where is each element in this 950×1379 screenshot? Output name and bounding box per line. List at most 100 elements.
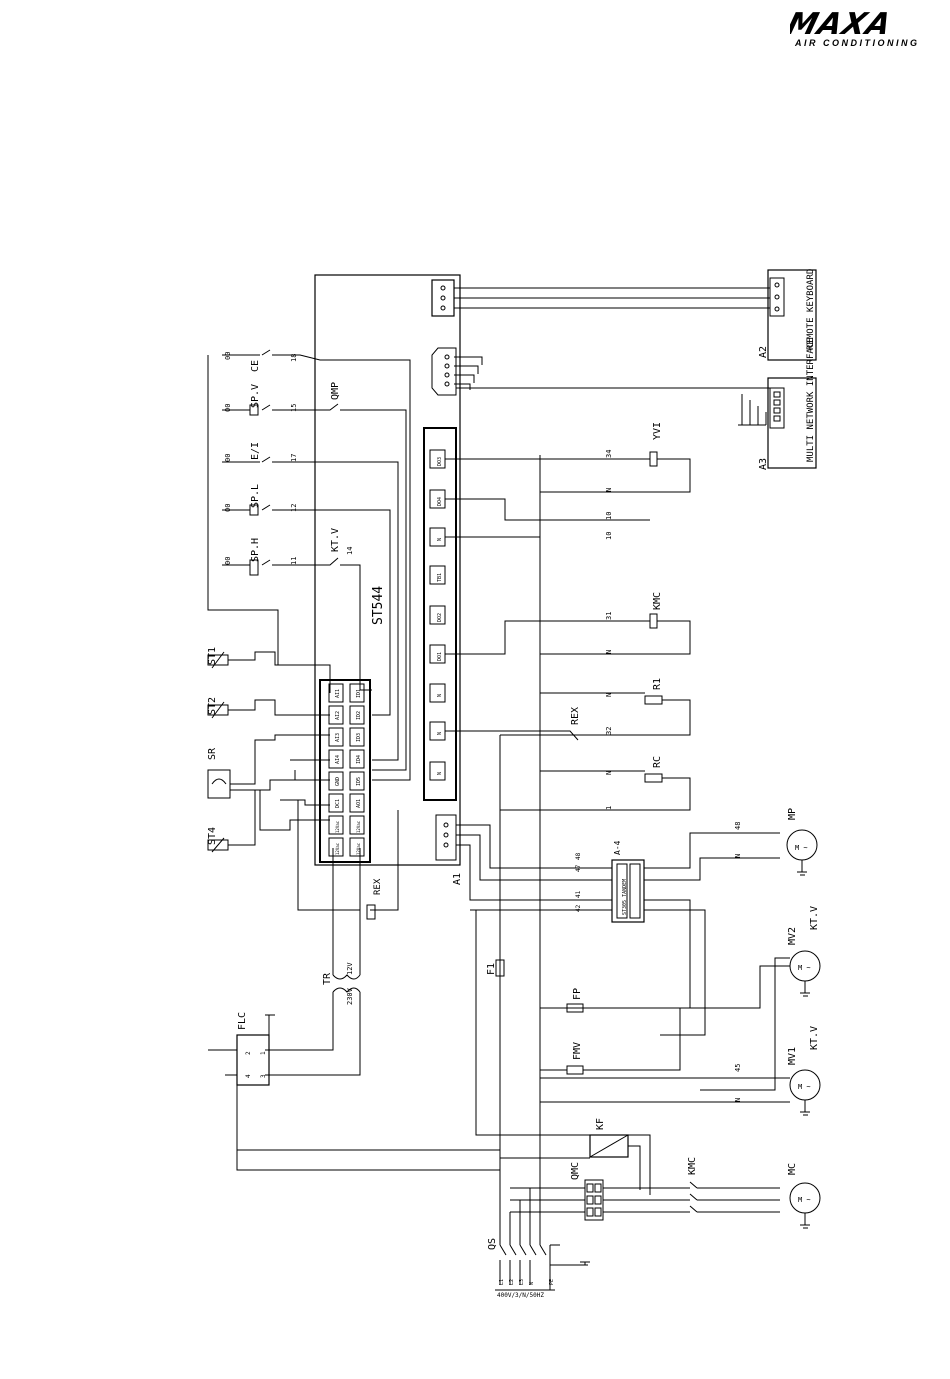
flc-unit: FLC 2 1 4 3 <box>208 1012 500 1171</box>
svg-text:00: 00 <box>224 504 232 512</box>
svg-text:ID1: ID1 <box>356 689 362 698</box>
connector-network <box>431 347 457 396</box>
rc-label: RC <box>652 756 663 768</box>
brand-logo: MAXA AIR CONDITIONING <box>783 7 940 50</box>
svg-text:GND: GND <box>335 777 341 786</box>
svg-text:45: 45 <box>734 1064 742 1072</box>
svg-text:AI4: AI4 <box>335 755 341 764</box>
sensor-sr: SR <box>207 747 218 760</box>
switch-spl: SP.L <box>250 484 261 508</box>
kmc-contact-label: KMC <box>687 1157 698 1175</box>
svg-text:1: 1 <box>260 1051 267 1055</box>
switch-sph: SP.H <box>250 538 261 562</box>
motor-mv1-label: MV1 <box>787 1047 798 1065</box>
svg-text:N: N <box>605 650 613 654</box>
connector-bottom <box>435 814 457 861</box>
rex-resistor <box>366 904 376 920</box>
svg-text:AI1: AI1 <box>335 689 341 698</box>
r1-label: R1 <box>652 678 663 690</box>
svg-text:AO1: AO1 <box>356 799 362 808</box>
svg-text:M ~: M ~ <box>798 1083 811 1091</box>
svg-text:32: 32 <box>605 727 613 735</box>
switch-ei: E/I <box>250 442 261 460</box>
svg-text:00: 00 <box>224 557 232 565</box>
flc-label: FLC <box>237 1012 248 1030</box>
svg-text:N: N <box>437 538 443 541</box>
svg-text:14: 14 <box>346 547 354 555</box>
svg-text:00: 00 <box>224 352 232 360</box>
tandem-id: A-4 <box>613 840 622 855</box>
svg-text:N: N <box>605 488 613 492</box>
svg-text:DO4: DO4 <box>437 497 443 506</box>
rex-label: REX <box>373 878 383 895</box>
sensor-st2: ST2 <box>207 697 218 715</box>
motor-mv2: M ~ MV2 KT.V <box>540 906 821 1091</box>
svg-text:12: 12 <box>290 504 298 512</box>
valve-label: YVI <box>652 422 663 440</box>
svg-text:N: N <box>437 772 443 775</box>
svg-text:48: 48 <box>575 852 582 860</box>
svg-text:3: 3 <box>260 1074 267 1078</box>
svg-text:M ~: M ~ <box>795 844 808 852</box>
svg-text:31: 31 <box>605 612 613 620</box>
remote-keyboard <box>767 269 817 361</box>
svg-text:41: 41 <box>575 890 582 898</box>
svg-text:DO1: DO1 <box>437 652 443 661</box>
input-block <box>319 679 371 863</box>
svg-text:N: N <box>734 854 742 858</box>
svg-text:12Vac: 12Vac <box>356 842 361 855</box>
svg-text:N: N <box>734 1098 742 1102</box>
kf-relay: KF <box>500 1118 641 1190</box>
svg-text:ID2: ID2 <box>356 711 362 720</box>
controller-id: A1 <box>452 873 463 885</box>
logo-text: MAXA <box>790 8 896 42</box>
motor-mv2-label: MV2 <box>787 927 798 945</box>
fuse-fmv: FMV <box>572 1042 583 1060</box>
svg-text:17: 17 <box>290 454 298 462</box>
svg-text:00: 00 <box>224 404 232 412</box>
transformer-secondary: 12V <box>346 962 354 975</box>
svg-text:10: 10 <box>605 512 613 520</box>
qs-label: QS <box>487 1238 498 1250</box>
svg-text:N: N <box>437 694 443 697</box>
motor-mp-label: MP <box>787 808 798 820</box>
controller-outline <box>314 274 461 866</box>
svg-text:L3: L3 <box>519 1279 525 1285</box>
qmc-breaker: QMC KMC <box>510 1157 780 1221</box>
sensor-st4: ST4 <box>207 827 218 845</box>
transformer-primary: 230V <box>346 987 354 1005</box>
ktv-mv2-label: KT.V <box>809 906 820 930</box>
output-terminals: DO3 DO4 N TB1 DO2 DO1 N N N <box>429 449 446 781</box>
fuse-fp: FP <box>572 988 583 1000</box>
svg-text:M ~: M ~ <box>798 964 811 972</box>
connector-top <box>431 279 455 317</box>
svg-text:DO3: DO3 <box>437 457 443 466</box>
svg-text:ID3: ID3 <box>356 733 362 742</box>
input-terminals: AI1 AI2 AI3 AI4 GND DC1 12Vac 12Vac ID1 … <box>328 683 365 857</box>
svg-text:12Vac: 12Vac <box>335 842 340 855</box>
qmc-label: QMC <box>570 1162 581 1180</box>
svg-text:L2: L2 <box>509 1279 515 1285</box>
fuse-f1: F1 <box>486 963 497 975</box>
tandem-module: ST305 TANDEM A-4 48 N 47 48 42 41 <box>456 822 780 1036</box>
svg-text:AI3: AI3 <box>335 733 341 742</box>
svg-text:N: N <box>529 1282 535 1285</box>
svg-text:ID4: ID4 <box>356 755 362 764</box>
svg-text:N: N <box>437 732 443 735</box>
remote-keyboard-label: REMOTE KEYBOARD <box>806 269 816 350</box>
svg-text:DC1: DC1 <box>335 799 341 808</box>
svg-text:12Vac: 12Vac <box>356 820 361 833</box>
tandem-label: ST305 TANDEM <box>622 879 628 915</box>
svg-text:47: 47 <box>575 864 582 872</box>
svg-text:2: 2 <box>245 1051 252 1055</box>
ktv-mv1-label: KT.V <box>809 1026 820 1050</box>
svg-text:18: 18 <box>290 354 298 362</box>
svg-text:ID5: ID5 <box>356 777 362 786</box>
supply-rating: 400V/3/N/50HZ <box>497 1292 544 1299</box>
output-block <box>423 427 457 801</box>
logo-tagline: AIR CONDITIONING <box>794 38 920 48</box>
svg-text:42: 42 <box>575 904 582 912</box>
svg-text:N: N <box>605 771 613 775</box>
svg-text:34: 34 <box>605 450 613 458</box>
switch-row: CE 18 00 SP.V 15 00 QMP E/I 17 00 SP.L 1… <box>207 349 411 781</box>
